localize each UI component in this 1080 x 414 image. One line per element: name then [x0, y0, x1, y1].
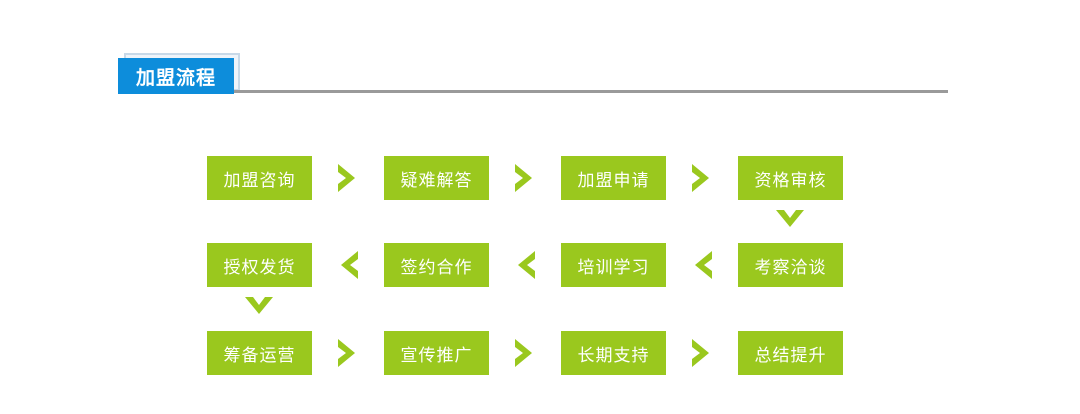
page-title: 加盟流程: [118, 58, 234, 94]
chevron-right-icon: [312, 156, 384, 200]
header-divider-rule: [234, 90, 948, 93]
flow-row-1: 加盟咨询 疑难解答 加盟申请 资格审核: [207, 156, 843, 200]
chevron-left-icon: [312, 243, 384, 287]
chevron-right-icon: [489, 156, 561, 200]
chevron-right-icon: [666, 156, 738, 200]
section-header: 加盟流程: [118, 53, 948, 98]
chevron-left-icon: [489, 243, 561, 287]
flow-row-2: 授权发货 签约合作 培训学习 考察洽谈: [207, 243, 843, 287]
flow-node[interactable]: 加盟申请: [561, 156, 666, 200]
chevron-down-icon: [773, 205, 807, 235]
flow-node[interactable]: 长期支持: [561, 331, 666, 375]
flow-node[interactable]: 授权发货: [207, 243, 312, 287]
flow-node[interactable]: 培训学习: [561, 243, 666, 287]
flow-node[interactable]: 疑难解答: [384, 156, 489, 200]
flow-node[interactable]: 考察洽谈: [738, 243, 843, 287]
chevron-right-icon: [312, 331, 384, 375]
chevron-right-icon: [666, 331, 738, 375]
flow-node[interactable]: 资格审核: [738, 156, 843, 200]
flow-node[interactable]: 加盟咨询: [207, 156, 312, 200]
flow-node[interactable]: 总结提升: [738, 331, 843, 375]
flow-node[interactable]: 筹备运营: [207, 331, 312, 375]
flow-node[interactable]: 宣传推广: [384, 331, 489, 375]
flow-node[interactable]: 签约合作: [384, 243, 489, 287]
chevron-down-icon: [242, 292, 276, 322]
flow-row-3: 筹备运营 宣传推广 长期支持 总结提升: [207, 331, 843, 375]
chevron-right-icon: [489, 331, 561, 375]
chevron-left-icon: [666, 243, 738, 287]
